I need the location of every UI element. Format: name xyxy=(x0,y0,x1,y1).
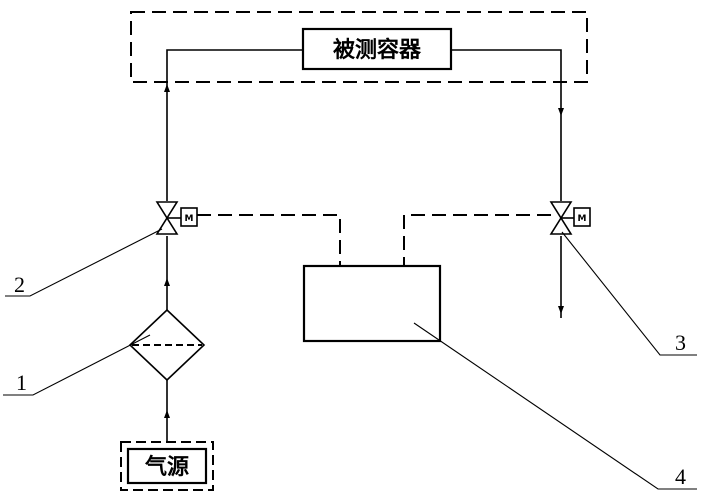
flow-arrow-down-icon xyxy=(558,306,564,314)
test-container: 被测容器 xyxy=(301,27,453,71)
callout-label: 3 xyxy=(675,330,686,355)
valve-bottom-triangle xyxy=(549,216,573,235)
callout-4: 4 xyxy=(413,322,697,490)
callout-2: 2 xyxy=(5,228,163,297)
outlet-pipe-upper xyxy=(451,49,562,201)
outlet-valve: M xyxy=(549,201,591,235)
test-container-box xyxy=(301,27,453,71)
callout-1: 1 xyxy=(3,334,151,396)
air-source-label: 气源 xyxy=(144,454,189,480)
control-signal-left xyxy=(197,214,341,266)
motor-label: M xyxy=(185,214,194,224)
callout-leader xyxy=(5,228,163,297)
callout-leader xyxy=(413,322,697,490)
filter-diamond xyxy=(128,308,206,382)
callout-3: 3 xyxy=(561,231,697,356)
air-source-boundary xyxy=(120,441,214,491)
valve-bottom-triangle xyxy=(155,216,179,235)
valve-top-triangle xyxy=(155,201,179,220)
callout-label: 4 xyxy=(675,464,686,489)
air-source-box xyxy=(126,447,208,485)
container-boundary xyxy=(130,11,588,83)
callout-leader xyxy=(561,231,697,356)
test-container-label: 被测容器 xyxy=(333,37,422,63)
filter xyxy=(128,308,206,382)
motor-label: M xyxy=(578,214,587,224)
control-signal-right xyxy=(403,214,551,266)
flow-arrow-up-icon xyxy=(164,410,170,418)
flow-arrow-up-icon xyxy=(164,84,170,92)
controller-box xyxy=(302,264,442,343)
flow-arrow-down-icon xyxy=(558,108,564,116)
motor-actuator-icon xyxy=(180,207,198,227)
inlet-pipe xyxy=(164,49,303,442)
callout-label: 1 xyxy=(16,370,27,395)
outlet-pipe xyxy=(451,49,564,318)
valve-top-triangle xyxy=(549,201,573,220)
callout-leader xyxy=(3,334,151,396)
inlet-pipe-upper xyxy=(166,49,303,201)
flow-arrow-up-icon xyxy=(164,278,170,286)
inlet-valve: M xyxy=(155,201,198,235)
motor-actuator-icon xyxy=(573,207,591,227)
air-source: 气源 xyxy=(120,441,214,491)
callout-label: 2 xyxy=(14,272,25,297)
